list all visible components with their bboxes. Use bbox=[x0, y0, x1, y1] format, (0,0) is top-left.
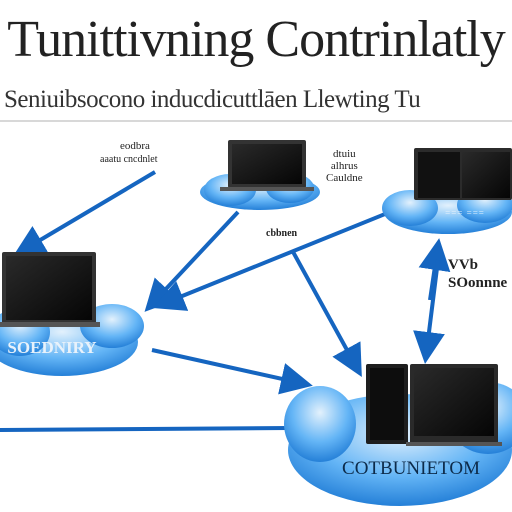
arrow-topright-to-mid bbox=[152, 210, 391, 311]
arrow-topleft-to-left bbox=[13, 170, 157, 257]
arrow-right-vertical-up bbox=[418, 238, 451, 301]
divider bbox=[0, 120, 512, 122]
label-right-side: VVb SOonnne bbox=[448, 257, 508, 291]
arrow-mid-to-bottom bbox=[290, 249, 362, 378]
desktop-monitor-icon bbox=[366, 364, 502, 446]
arrow-bottom-to-left bbox=[0, 426, 291, 432]
label-bottom-cloud: COTBUNIETOM bbox=[342, 458, 480, 479]
laptop-icon bbox=[220, 140, 314, 191]
label-top-left-a: eodbra bbox=[120, 140, 150, 152]
label-arrow-mid: cbbnen bbox=[266, 228, 298, 239]
label-right-cloud: === === bbox=[445, 208, 485, 218]
laptop-icon bbox=[0, 252, 100, 327]
label-top-mid: dtuiu alhrus Cauldne bbox=[326, 148, 363, 184]
desktop-monitor-icon bbox=[414, 148, 512, 200]
label-top-left-b: aaatu cncdnlet bbox=[100, 154, 158, 165]
arrow-left-to-bottom bbox=[151, 348, 313, 395]
arrow-right-vertical-down bbox=[413, 259, 445, 364]
diagram-title: Tunittivning Contrinlatly bbox=[7, 11, 506, 68]
label-left-cloud: SOEDNIRY bbox=[7, 338, 97, 357]
connection-arrows bbox=[0, 170, 451, 432]
diagram-subtitle: Seniuibsocono inducdicuttlāen Llewting T… bbox=[4, 86, 421, 113]
